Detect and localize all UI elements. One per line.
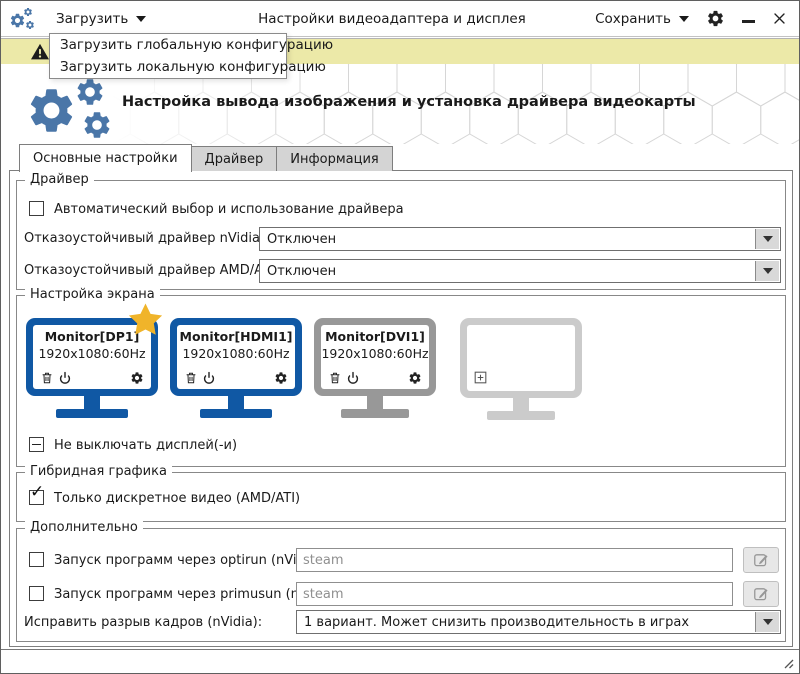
load-menu-button[interactable]: Загрузить (56, 1, 147, 36)
chevron-down-icon (762, 268, 773, 274)
pencil-edit-icon (753, 552, 769, 568)
window-title: Настройки видеоадаптера и дисплея (258, 10, 526, 27)
monitor-resolution: 1920x1080:60Hz (321, 346, 429, 361)
save-menu-label: Сохранить (595, 10, 671, 27)
primusun-edit-button[interactable] (743, 581, 779, 607)
primusun-label: Запуск программ через primusun (nVidia): (54, 587, 341, 602)
nvidia-failsafe-combobox[interactable]: Отключен (259, 227, 781, 251)
delete-monitor-icon[interactable] (40, 371, 54, 385)
delete-monitor-icon[interactable] (184, 371, 198, 385)
monitor-add-slot[interactable] (460, 318, 582, 430)
tearing-fix-value: 1 вариант. Может снизить производительно… (304, 614, 690, 630)
close-button[interactable] (772, 11, 787, 26)
monitor-name: Monitor[DVI1] (325, 329, 425, 344)
driver-group-legend: Драйвер (25, 172, 94, 187)
keep-display-on-label: Не выключать дисплей(-и) (54, 438, 238, 453)
monitor-name: Monitor[HDMI1] (179, 329, 293, 344)
hybrid-group-legend: Гибридная графика (25, 464, 172, 479)
tab-driver[interactable]: Драйвер (191, 146, 278, 171)
combo-arrow-button[interactable] (755, 612, 779, 632)
power-monitor-icon[interactable] (202, 371, 216, 385)
power-monitor-icon[interactable] (346, 371, 360, 385)
monitor-dvi1[interactable]: Monitor[DVI1] 1920x1080:60Hz (314, 318, 436, 430)
primusun-checkbox[interactable] (29, 586, 44, 601)
monitor-name: Monitor[DP1] (44, 329, 140, 344)
add-monitor-icon[interactable] (473, 370, 488, 385)
auto-driver-label: Автоматический выбор и использование дра… (54, 202, 404, 217)
nvidia-failsafe-label: Отказоустойчивый драйвер nVidia: (24, 231, 265, 246)
extra-group-legend: Дополнительно (25, 520, 143, 535)
menu-item-load-global-config[interactable]: Загрузить глобальную конфигурацию (60, 37, 334, 53)
tearing-fix-combobox[interactable]: 1 вариант. Может снизить производительно… (296, 610, 781, 634)
check-mark: ✓ (30, 482, 45, 502)
menu-item-load-local-config[interactable]: Загрузить локальную конфигурацию (60, 59, 326, 75)
main-settings-panel: Драйвер Автоматический выбор и использов… (9, 170, 793, 647)
warning-triangle-icon (30, 42, 50, 62)
combo-arrow-button[interactable] (755, 261, 779, 281)
optirun-input[interactable] (296, 548, 733, 572)
tab-bar: Основные настройки Драйвер Информация (19, 143, 393, 172)
auto-driver-checkbox[interactable] (29, 201, 44, 216)
amd-failsafe-label: Отказоустойчивый драйвер AMD/ATI: (24, 263, 279, 278)
discrete-only-label: Только дискретное видео (AMD/ATI) (54, 491, 301, 506)
minimize-button[interactable] (742, 20, 755, 23)
primusun-input[interactable] (296, 582, 733, 606)
extra-group: Дополнительно Запуск программ через opti… (16, 520, 786, 642)
monitor-settings-icon[interactable] (408, 371, 422, 385)
save-menu-button[interactable]: Сохранить (595, 1, 689, 36)
keep-display-on-checkbox[interactable] (29, 437, 44, 452)
primary-star-icon (126, 301, 165, 340)
amd-failsafe-value: Отключен (267, 263, 337, 279)
driver-group: Драйвер Автоматический выбор и использов… (16, 172, 786, 290)
status-bar (1, 649, 799, 673)
pencil-edit-icon (753, 586, 769, 602)
app-gears-logo-icon (9, 6, 39, 32)
monitor-hdmi1[interactable]: Monitor[HDMI1] 1920x1080:60Hz (170, 318, 302, 430)
load-menu-label: Загрузить (56, 10, 129, 27)
screen-group-legend: Настройка экрана (25, 287, 160, 302)
titlebar: Загрузить Настройки видеоадаптера и дисп… (1, 1, 799, 37)
power-monitor-icon[interactable] (58, 371, 72, 385)
chevron-down-icon (679, 15, 689, 22)
monitor-settings-icon[interactable] (130, 371, 144, 385)
optirun-label: Запуск программ через optirun (nVidia): (54, 553, 326, 568)
chevron-down-icon (136, 15, 147, 22)
nvidia-failsafe-value: Отключен (267, 231, 337, 247)
optirun-edit-button[interactable] (743, 547, 779, 573)
tab-info[interactable]: Информация (277, 146, 393, 171)
tearing-fix-label: Исправить разрыв кадров (nVidia): (24, 615, 263, 630)
amd-failsafe-combobox[interactable]: Отключен (259, 259, 781, 283)
header-title: Настройка вывода изображения и установка… (122, 94, 696, 110)
settings-gear-button[interactable] (706, 9, 725, 28)
resize-grip[interactable] (781, 656, 794, 669)
delete-monitor-icon[interactable] (328, 371, 342, 385)
chevron-down-icon (762, 619, 773, 625)
monitor-resolution: 1920x1080:60Hz (38, 346, 146, 361)
monitor-settings-icon[interactable] (274, 371, 288, 385)
tab-main-settings[interactable]: Основные настройки (19, 144, 192, 172)
monitor-resolution: 1920x1080:60Hz (182, 346, 290, 361)
discrete-only-checkbox[interactable]: ✓ (29, 484, 44, 505)
indeterminate-mark (32, 443, 41, 446)
hybrid-group: Гибридная графика ✓ Только дискретное ви… (16, 464, 786, 522)
load-dropdown-menu: Загрузить глобальную конфигурацию Загруз… (49, 33, 334, 79)
chevron-down-icon (762, 236, 773, 242)
monitor-dp1[interactable]: Monitor[DP1] 1920x1080:60Hz (26, 318, 158, 430)
combo-arrow-button[interactable] (755, 229, 779, 249)
screen-group: Настройка экрана Monitor[DP1] 1920x1080:… (16, 287, 786, 467)
monitor-list: Monitor[DP1] 1920x1080:60Hz (26, 318, 777, 430)
optirun-checkbox[interactable] (29, 552, 44, 567)
